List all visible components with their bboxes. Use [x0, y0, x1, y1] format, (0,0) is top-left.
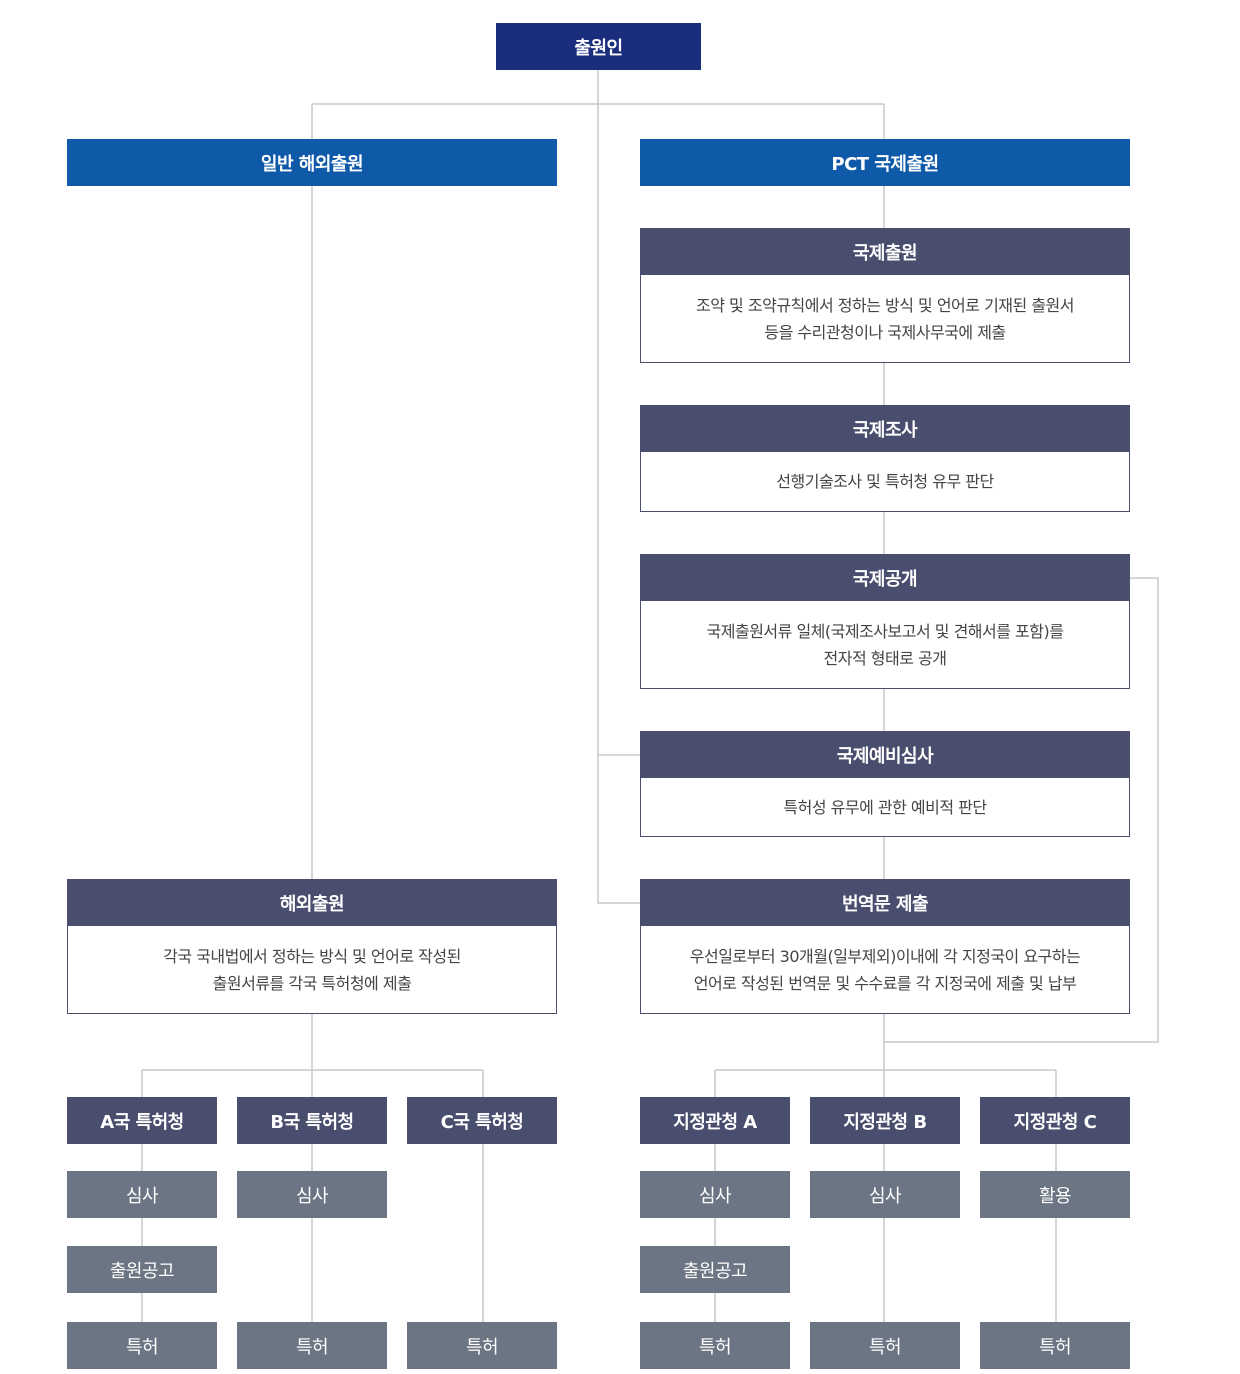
office-b-patent: 특허 — [237, 1322, 387, 1369]
step-description-line: 국제출원서류 일체(국제조사보고서 및 견해서를 포함)를 — [706, 621, 1064, 641]
pct-step-international-search: 국제조사 선행기술조사 및 특허청 유무 판단 — [640, 405, 1130, 512]
connector-pct-offices — [714, 1013, 1057, 1097]
root-applicant: 출원인 — [496, 23, 701, 70]
office-a: A국 특허청 — [67, 1097, 217, 1144]
designated-office-b: 지정관청 B — [810, 1097, 960, 1144]
branch-pct-international: PCT 국제출원 — [640, 139, 1130, 186]
step-title: 국제공개 — [641, 555, 1129, 601]
office-a-examination: 심사 — [67, 1171, 217, 1218]
designated-office-a: 지정관청 A — [640, 1097, 790, 1144]
step-description: 특허성 유무에 관한 예비적 판단 — [641, 778, 1129, 836]
step-title: 해외출원 — [68, 880, 556, 926]
step-description-line: 선행기술조사 및 특허청 유무 판단 — [776, 472, 994, 491]
office-a-publication: 출원공고 — [67, 1246, 217, 1293]
designated-a-examination: 심사 — [640, 1171, 790, 1218]
step-description-line: 언어로 작성된 번역문 및 수수료를 각 지정국에 제출 및 납부 — [693, 973, 1077, 993]
step-description-line: 등을 수리관청이나 국제사무국에 제출 — [764, 322, 1006, 342]
office-c: C국 특허청 — [407, 1097, 557, 1144]
designated-b-examination: 심사 — [810, 1171, 960, 1218]
step-description-line: 전자적 형태로 공개 — [823, 648, 947, 668]
step-description-line: 각국 국내법에서 정하는 방식 및 언어로 작성된 — [163, 946, 461, 966]
office-b: B국 특허청 — [237, 1097, 387, 1144]
step-title: 번역문 제출 — [641, 880, 1129, 926]
office-a-patent: 특허 — [67, 1322, 217, 1369]
step-description-line: 출원서류를 각국 특허청에 제출 — [212, 973, 412, 993]
connector-publication-bypass — [884, 577, 1159, 1043]
connector-office-columns — [141, 1143, 1057, 1322]
step-description-line: 조약 및 조약규칙에서 정하는 방식 및 언어로 기재된 출원서 — [696, 295, 1074, 315]
designated-a-publication: 출원공고 — [640, 1246, 790, 1293]
step-description-line: 특허성 유무에 관한 예비적 판단 — [783, 797, 987, 817]
designated-c-utilization: 활용 — [980, 1171, 1130, 1218]
step-title: 국제예비심사 — [641, 732, 1129, 778]
step-description: 선행기술조사 및 특허청 유무 판단 — [641, 452, 1129, 511]
designated-c-patent: 특허 — [980, 1322, 1130, 1369]
connector-to-translation — [597, 755, 640, 904]
designated-office-c: 지정관청 C — [980, 1097, 1130, 1144]
office-c-patent: 특허 — [407, 1322, 557, 1369]
branch-general-overseas: 일반 해외출원 — [67, 139, 557, 186]
step-title: 국제조사 — [641, 406, 1129, 452]
office-b-examination: 심사 — [237, 1171, 387, 1218]
connector-general-offices — [141, 1013, 484, 1097]
pct-step-preliminary-examination: 국제예비심사 특허성 유무에 관한 예비적 판단 — [640, 731, 1130, 837]
step-description-line: 우선일로부터 30개월(일부제외)이내에 각 지정국이 요구하는 — [689, 946, 1081, 966]
designated-b-patent: 특허 — [810, 1322, 960, 1369]
designated-a-patent: 특허 — [640, 1322, 790, 1369]
step-title: 국제출원 — [641, 229, 1129, 275]
